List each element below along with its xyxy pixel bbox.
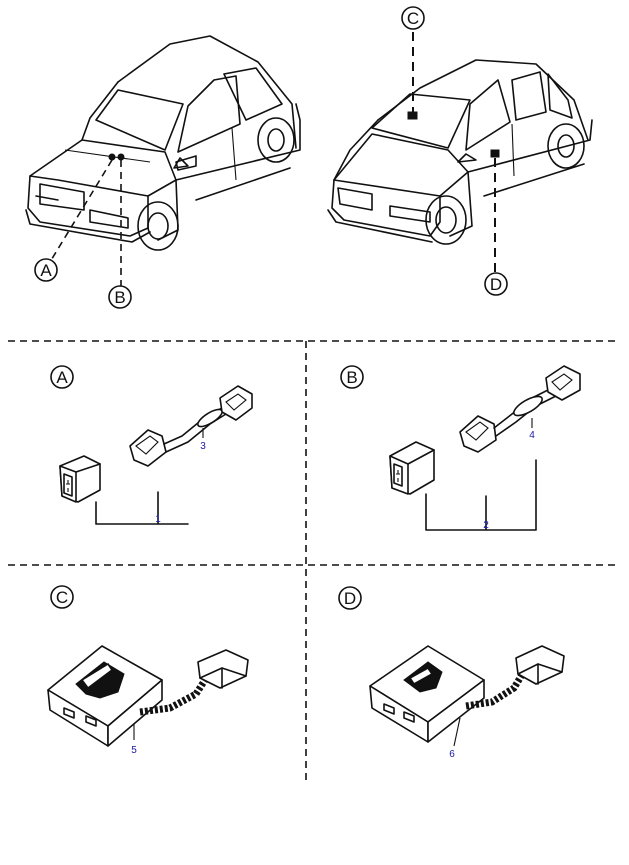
wiring-harness-a (129, 385, 253, 467)
panel-b-label: B (346, 368, 357, 387)
car-front-view (25, 35, 301, 251)
part-number-1: 1 (155, 514, 161, 525)
bracket-a (95, 491, 189, 525)
bracket-b (425, 459, 537, 531)
panel-c: C 5 (47, 585, 249, 756)
power-window-switch-b (389, 441, 435, 495)
wiring-harness-b (459, 365, 581, 453)
leader-a (49, 159, 113, 263)
pointer-6 (453, 717, 461, 747)
callout-c-label: C (407, 9, 419, 28)
connector-d (515, 645, 565, 685)
window-switch-d (369, 645, 485, 743)
callout-d: D (484, 272, 508, 296)
panel-c-label: C (56, 588, 68, 607)
callout-c: C (401, 6, 425, 30)
cable-c (139, 670, 213, 716)
callout-b: B (108, 285, 132, 309)
callout-a-label: A (40, 261, 52, 280)
part-number-3: 3 (200, 441, 206, 452)
callout-a: A (34, 258, 58, 282)
power-window-switch-a (59, 455, 101, 503)
panel-d-label: D (344, 589, 356, 608)
callout-d-label: D (490, 275, 502, 294)
panel-d: D 6 (338, 586, 565, 760)
part-number-6: 6 (449, 749, 455, 760)
panel-a-label: A (56, 368, 68, 387)
panel-b: B 2 4 (340, 365, 581, 531)
connector-c (197, 649, 249, 689)
callout-b-label: B (114, 288, 125, 307)
window-switch-c (47, 645, 163, 747)
part-number-2: 2 (483, 520, 489, 531)
part-number-5: 5 (131, 745, 137, 756)
panel-a: A 1 3 (50, 365, 253, 525)
part-number-4: 4 (529, 430, 535, 441)
car-side-view (327, 59, 593, 245)
